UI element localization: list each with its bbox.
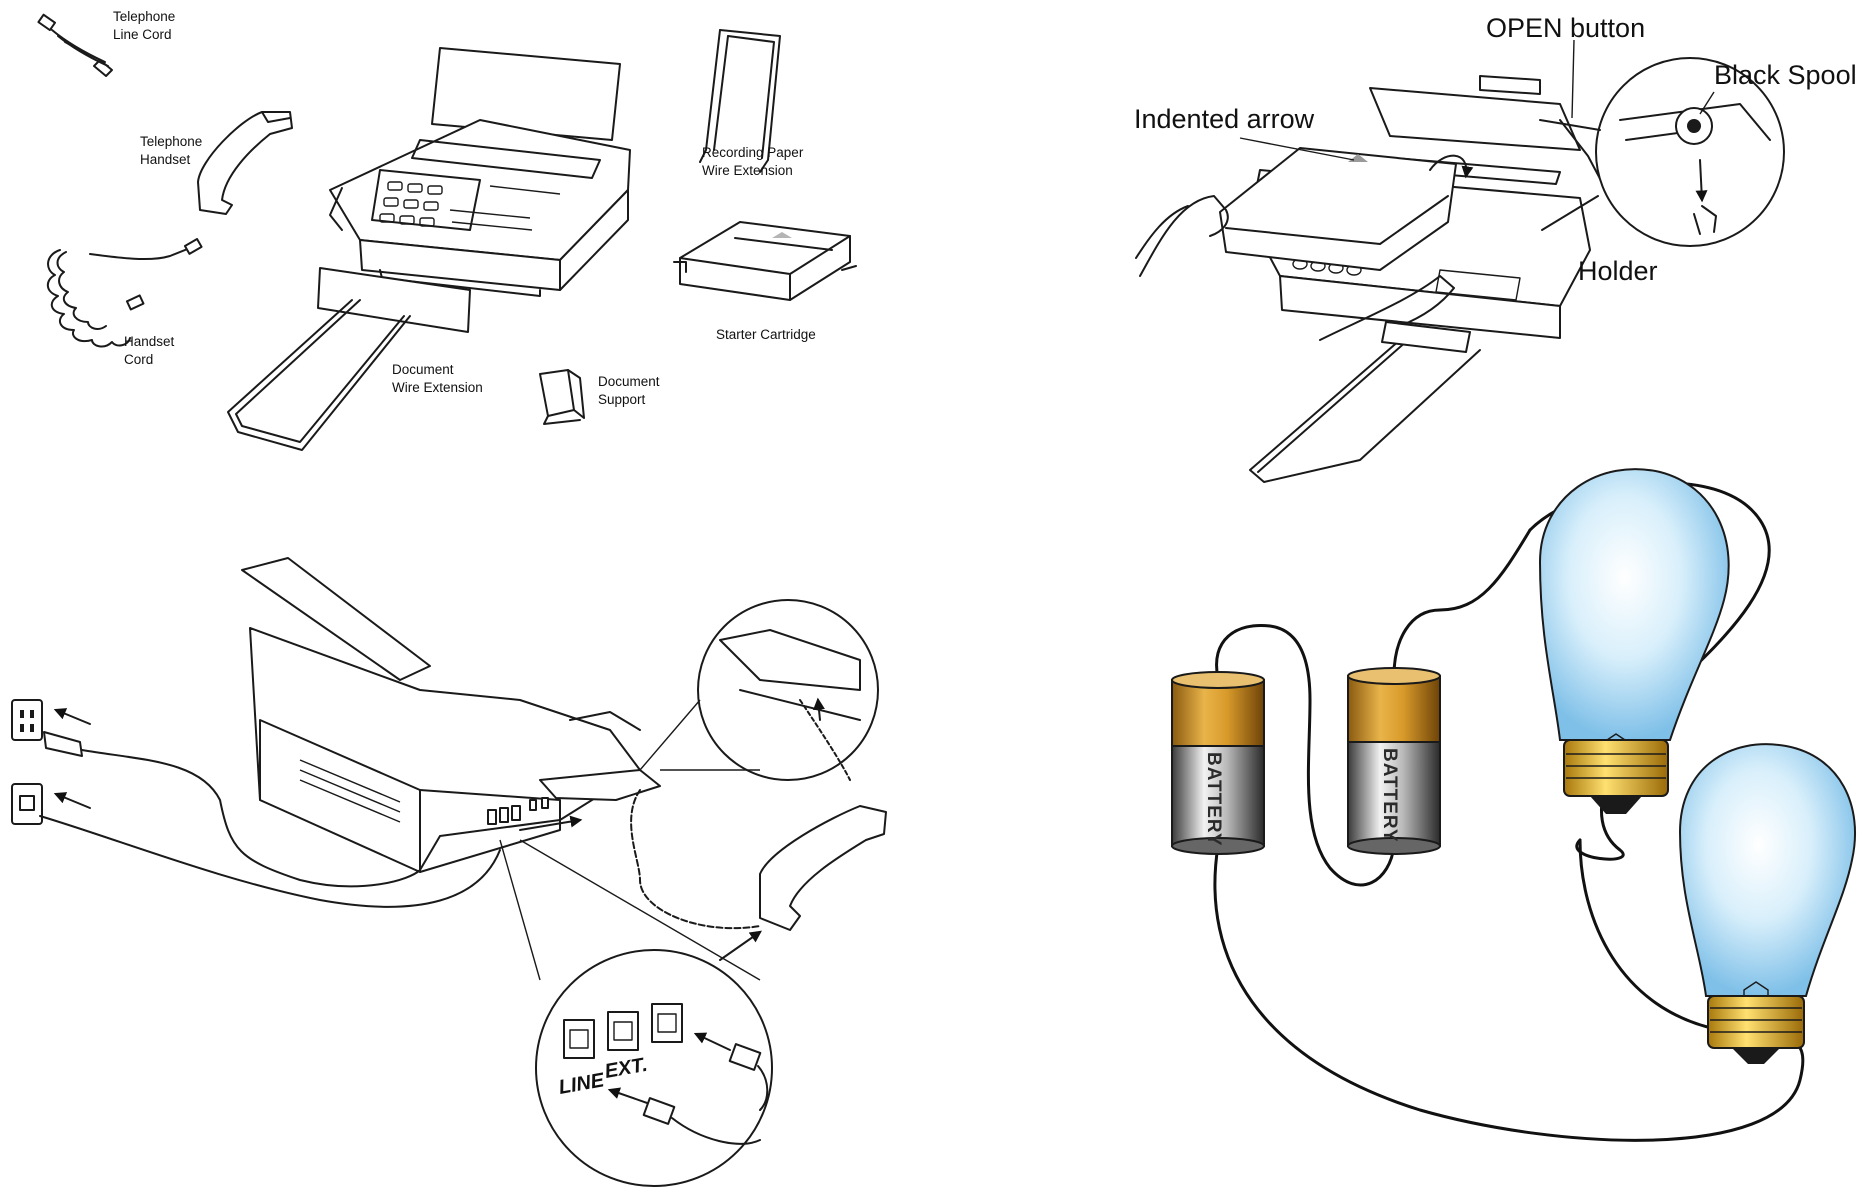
wire-battery2-bulb1 bbox=[1392, 528, 1532, 678]
label-document-wire-extension: Document Wire Extension bbox=[392, 362, 483, 395]
label-handset-cord: Handset Cord bbox=[124, 334, 178, 367]
label-starter-cartridge: Starter Cartridge bbox=[716, 327, 816, 342]
black-spool-inset bbox=[1539, 57, 1785, 247]
label-open-button: OPEN button bbox=[1486, 13, 1645, 43]
light-bulb-1 bbox=[1538, 468, 1730, 814]
wire-battery1-bulb2 bbox=[1213, 844, 1805, 1142]
line-jack bbox=[563, 1019, 595, 1059]
label-telephone-handset: Telephone Handset bbox=[140, 134, 206, 167]
fax-machine-drawing bbox=[329, 47, 631, 297]
label-indented-arrow: Indented arrow bbox=[1134, 104, 1315, 134]
wire-battery1-battery2 bbox=[1215, 623, 1396, 887]
recording-paper-wire-extension-drawing bbox=[699, 29, 781, 173]
document-wire-extension-drawing bbox=[227, 267, 471, 451]
label-telephone-line-cord: Telephone Line Cord bbox=[113, 9, 179, 42]
handset-cord-inset bbox=[639, 599, 879, 781]
ext-jack bbox=[607, 1011, 639, 1051]
label-document-support: Document Support bbox=[598, 374, 663, 407]
telephone-line-cord-drawing bbox=[37, 13, 113, 77]
starter-cartridge-drawing bbox=[673, 221, 857, 301]
leader-open-button bbox=[1571, 39, 1575, 119]
wall-outlet-phone bbox=[11, 783, 43, 825]
arrow-phone-line bbox=[53, 792, 91, 809]
label-recording-paper-wire-extension: Recording Paper Wire Extension bbox=[702, 145, 807, 178]
keypad-buttons bbox=[1292, 258, 1521, 301]
battery-2: BATTERY bbox=[1347, 667, 1441, 855]
battery-2-label: BATTERY bbox=[1379, 748, 1400, 843]
handset-drawing bbox=[630, 789, 887, 961]
handset-cord-drawing bbox=[46, 238, 203, 348]
label-holder: Holder bbox=[1578, 256, 1658, 286]
panel-cartridge-loading: OPEN button Black Spool Indented arrow H… bbox=[1134, 13, 1857, 483]
panel-fax-parts: Telephone Line Cord Telephone Handset Ha… bbox=[37, 9, 857, 451]
panel-connections: LINE EXT. bbox=[11, 557, 887, 1187]
fax-machine-rear-drawing bbox=[241, 557, 661, 873]
telephone-handset-drawing bbox=[197, 111, 293, 215]
keypad-buttons bbox=[379, 181, 561, 231]
light-bulb-2 bbox=[1678, 743, 1857, 1064]
wire-bulb1-bulb2 bbox=[1578, 838, 1722, 1032]
document-support-drawing bbox=[539, 369, 585, 425]
leader-indented-arrow bbox=[1239, 137, 1355, 161]
power-cord bbox=[81, 749, 421, 888]
power-plug bbox=[43, 731, 83, 757]
panel-circuit: BATTERY BATTERY bbox=[1171, 468, 1857, 1142]
fax-machine-open-drawing bbox=[1135, 75, 1607, 483]
battery-1-label: BATTERY bbox=[1203, 752, 1224, 847]
arrow-power bbox=[53, 708, 91, 725]
phone-jack bbox=[651, 1003, 683, 1043]
battery-1: BATTERY bbox=[1171, 671, 1265, 855]
label-black-spool: Black Spool bbox=[1714, 60, 1857, 90]
phone-line-cord bbox=[39, 815, 501, 908]
leader-black-spool bbox=[1699, 91, 1715, 115]
jacks-inset: LINE EXT. bbox=[499, 839, 773, 1187]
wall-outlet-power bbox=[11, 699, 43, 741]
